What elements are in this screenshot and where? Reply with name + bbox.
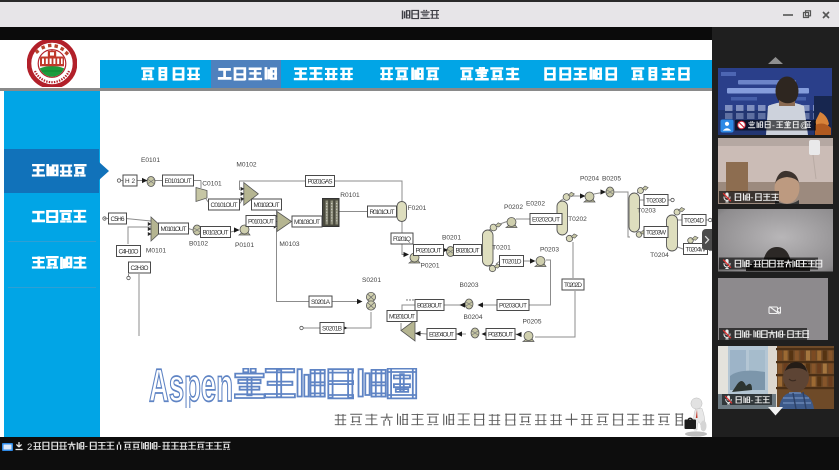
svg-text:C0101: C0101 (202, 181, 222, 188)
svg-text:T0203D: T0203D (646, 197, 666, 204)
svg-text:B0102OUT: B0102OUT (203, 229, 229, 236)
svg-text:E0202OUT: E0202OUT (532, 216, 560, 223)
svg-text:B0203OUT: B0203OUT (417, 302, 442, 309)
svg-text:C2H3O: C2H3O (131, 265, 149, 272)
svg-text:M0102: M0102 (236, 162, 256, 169)
svg-text:P0201: P0201 (420, 263, 439, 270)
svg-text:-: - (750, 395, 753, 405)
svg-text:P0101: P0101 (235, 242, 254, 249)
svg-text:T0203: T0203 (637, 208, 656, 215)
svg-text:M0101OUT: M0101OUT (161, 226, 187, 233)
svg-text:P0101OUT: P0101OUT (248, 218, 274, 225)
svg-text:P0204: P0204 (580, 176, 599, 183)
svg-text:T0202: T0202 (568, 216, 587, 223)
svg-text:T0204W: T0204W (686, 246, 707, 253)
svg-text:P0203OUT: P0203OUT (499, 302, 527, 309)
svg-text:2: 2 (27, 442, 32, 453)
svg-text:@: @ (800, 120, 809, 130)
svg-text:P0201OUT: P0201OUT (416, 247, 442, 254)
svg-text:E0101OUT: E0101OUT (165, 178, 192, 185)
svg-text:B0102: B0102 (189, 241, 208, 248)
svg-text:C0101OUT: C0101OUT (211, 202, 238, 209)
svg-text:T0202D: T0202D (564, 282, 582, 289)
svg-text:-: - (749, 258, 752, 269)
svg-text:-: - (158, 441, 161, 452)
svg-text:T0201: T0201 (492, 245, 511, 252)
svg-text:B0205: B0205 (602, 176, 621, 183)
svg-text:-: - (772, 120, 775, 130)
svg-text:-: - (85, 441, 88, 452)
svg-text:S0201: S0201 (362, 277, 381, 284)
svg-text:P0201GAS: P0201GAS (308, 178, 333, 185)
svg-text:P0205: P0205 (522, 319, 541, 326)
svg-text:-: - (749, 328, 752, 339)
svg-text:B0201OUT: B0201OUT (456, 247, 480, 254)
svg-text:C4H10O: C4H10O (119, 248, 139, 255)
svg-text:T0204D: T0204D (684, 217, 704, 224)
svg-text:E0202: E0202 (526, 201, 545, 208)
svg-text:R0101OUT: R0101OUT (370, 209, 395, 216)
svg-text:T0204: T0204 (650, 252, 669, 259)
svg-text:-: - (750, 191, 753, 202)
svg-text:Aspen: Aspen (149, 360, 233, 408)
svg-text:B0203: B0203 (459, 282, 478, 289)
svg-text:S0201B: S0201B (322, 325, 342, 332)
svg-text:P0202: P0202 (504, 204, 523, 211)
svg-text:E0101: E0101 (141, 157, 160, 164)
svg-text:P0203: P0203 (540, 247, 559, 254)
svg-text:M0103: M0103 (279, 241, 299, 248)
svg-text:T0201D: T0201D (502, 258, 522, 265)
svg-text:S0201A: S0201A (311, 299, 331, 306)
svg-text:M0201OUT: M0201OUT (389, 313, 415, 320)
svg-text:C5H6: C5H6 (111, 216, 125, 223)
svg-text:E0204OUT: E0204OUT (429, 331, 454, 338)
svg-text:F0201: F0201 (408, 205, 427, 212)
svg-text:B0201: B0201 (442, 235, 461, 242)
svg-text:F0201Q: F0201Q (393, 236, 411, 243)
svg-text:T0203W: T0203W (646, 229, 667, 236)
svg-text:M0102OUT: M0102OUT (254, 202, 280, 209)
svg-text:P0205OUT: P0205OUT (488, 331, 513, 338)
svg-text:M0101: M0101 (146, 248, 166, 255)
svg-text:-: - (783, 328, 786, 339)
svg-text:B0204: B0204 (463, 314, 482, 321)
svg-text:M0103OUT: M0103OUT (294, 219, 320, 226)
svg-text:R0101: R0101 (340, 192, 360, 199)
